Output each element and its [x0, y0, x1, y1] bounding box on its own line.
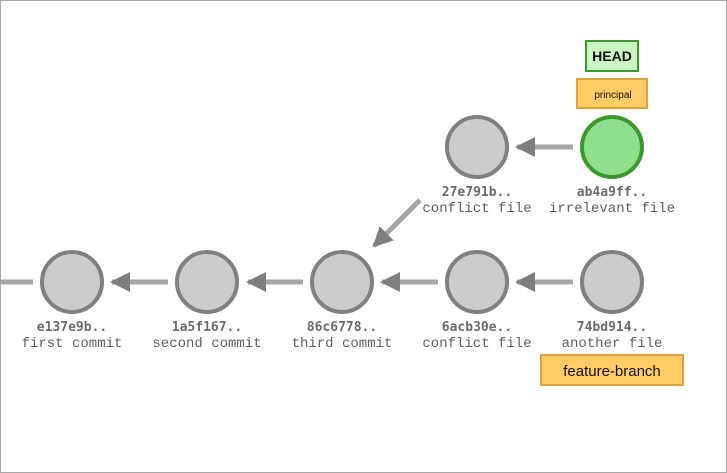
- commit-message: third commit: [292, 336, 393, 352]
- commit-message: another file: [562, 336, 663, 352]
- commit-node-c4[interactable]: [445, 250, 509, 314]
- commit-message: conflict file: [422, 336, 531, 352]
- ref-feature-branch-tag[interactable]: feature-branch: [540, 354, 684, 386]
- commit-labels: e137e9b.. first commit 1a5f167.. second …: [22, 185, 675, 352]
- commit-hash: 74bd914..: [577, 320, 647, 335]
- commit-node-c6[interactable]: [445, 115, 509, 179]
- commit-hash: 86c6778..: [307, 320, 377, 335]
- commit-hash: 1a5f167..: [172, 320, 242, 335]
- commit-hash: e137e9b..: [37, 320, 107, 335]
- commit-hash: 27e791b..: [442, 185, 512, 200]
- commit-node-c1[interactable]: [40, 250, 104, 314]
- commit-message: conflict file: [422, 201, 531, 217]
- commit-node-c7-head[interactable]: [580, 115, 644, 179]
- commit-node-c3[interactable]: [310, 250, 374, 314]
- nodes: [40, 115, 644, 314]
- commit-message: irrelevant file: [549, 201, 675, 217]
- commit-message: second commit: [152, 336, 261, 352]
- ref-head-label: HEAD: [592, 48, 632, 64]
- commit-node-c5[interactable]: [580, 250, 644, 314]
- edges: [0, 137, 573, 292]
- commit-hash: ab4a9ff..: [577, 185, 647, 200]
- commit-hash: 6acb30e..: [442, 320, 512, 335]
- ref-head-tag[interactable]: HEAD: [585, 40, 639, 72]
- commit-message: first commit: [22, 336, 123, 352]
- ref-principal-tag[interactable]: principal: [576, 78, 648, 109]
- commit-node-c2[interactable]: [175, 250, 239, 314]
- edge-c6-c3: [372, 198, 422, 248]
- ref-feature-branch-label: feature-branch: [563, 363, 661, 380]
- ref-principal-label: principal: [594, 90, 631, 101]
